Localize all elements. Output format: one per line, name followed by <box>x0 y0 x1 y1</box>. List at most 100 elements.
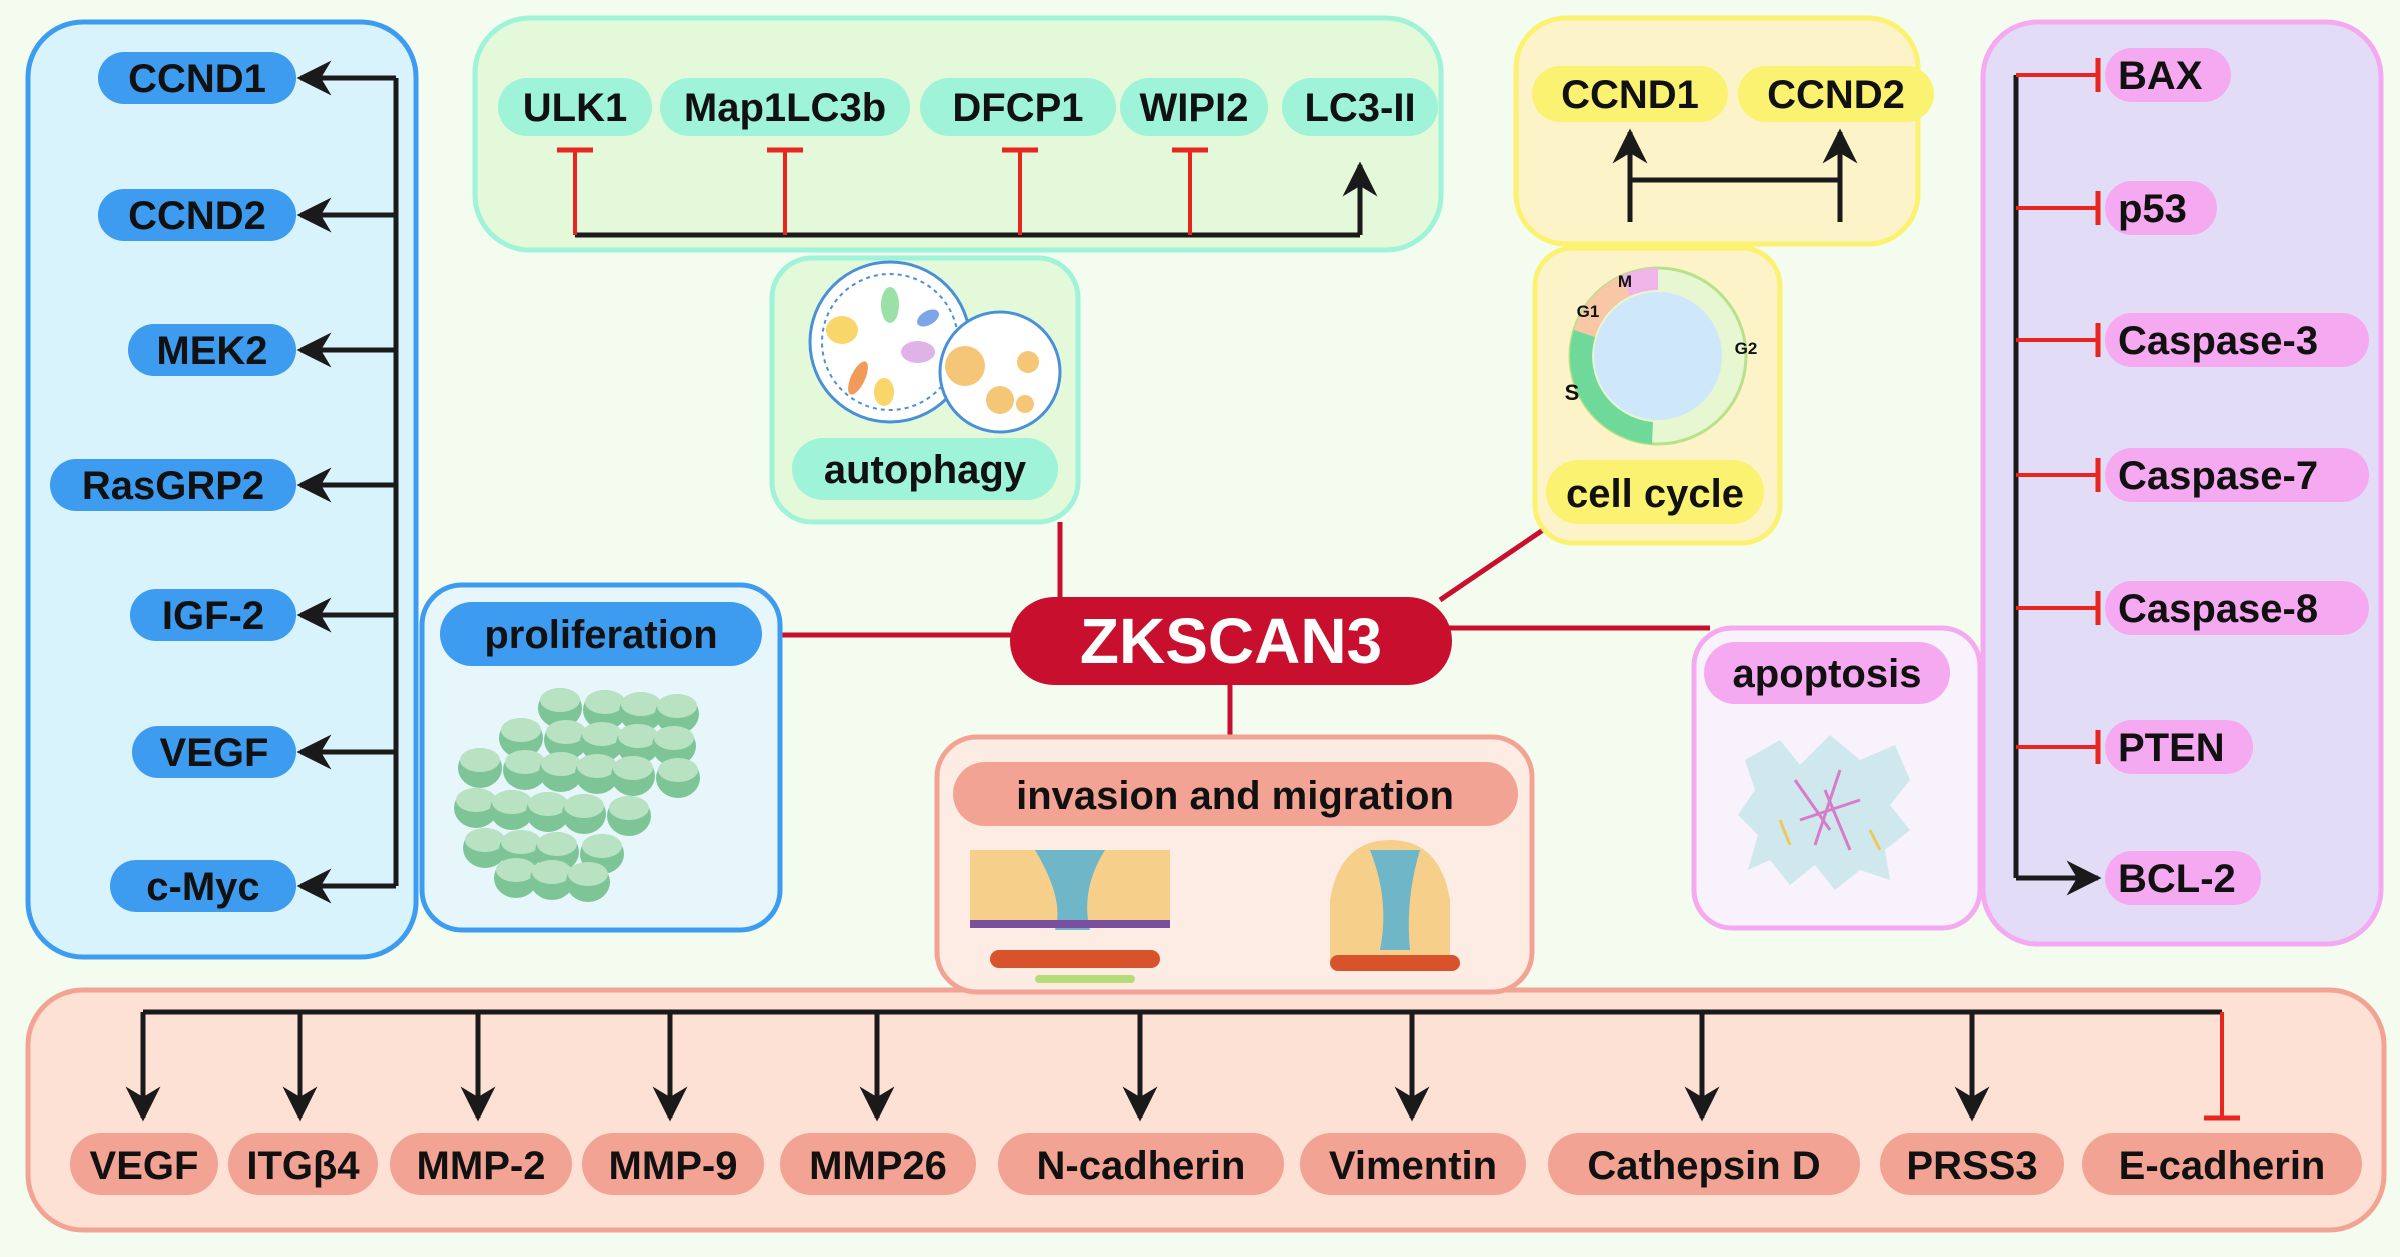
proliferation-target-ccnd2: CCND2 <box>98 189 296 241</box>
cell-top <box>577 754 617 778</box>
invasion-regulation-lines <box>125 1009 2240 1122</box>
target-label: MMP26 <box>809 1144 947 1188</box>
cell-top <box>501 830 541 854</box>
cell-top <box>541 752 581 776</box>
target-label: p53 <box>2118 187 2187 231</box>
cell-top <box>546 720 586 744</box>
target-label: CCND1 <box>128 57 266 101</box>
invasion-title: invasion and migration <box>1016 774 1454 818</box>
cell-top <box>657 694 697 718</box>
target-label: MMP-2 <box>417 1144 546 1188</box>
cell-top <box>460 748 500 772</box>
target-label: Caspase-3 <box>2118 319 2318 363</box>
proliferation-target-rasgrp2: RasGRP2 <box>50 459 296 511</box>
target-label: RasGRP2 <box>82 464 264 508</box>
autophagy-target-wipi2: WIPI2 <box>1120 78 1268 136</box>
invasion-target-mmp26: MMP26 <box>780 1133 976 1195</box>
proliferation-process-box: proliferation <box>419 582 783 933</box>
target-label: CCND2 <box>128 194 266 238</box>
target-label: WIPI2 <box>1140 86 1249 130</box>
autophagy-target-dfcp1: DFCP1 <box>920 78 1116 136</box>
phase-m-label: M <box>1618 272 1632 291</box>
proliferation-target-igf-2: IGF-2 <box>130 589 296 641</box>
autophagy-target-ulk1: ULK1 <box>498 78 652 136</box>
cell-top <box>540 688 580 712</box>
phase-g1-label: G1 <box>1577 302 1600 321</box>
cell-top <box>505 750 545 774</box>
target-label: Caspase-8 <box>2118 587 2318 631</box>
target-label: IGF-2 <box>162 594 264 638</box>
invasion-target-mmp-9: MMP-9 <box>582 1133 764 1195</box>
cell-cycle-target-ccnd1: CCND1 <box>1532 66 1728 122</box>
invasion-target-vegf: VEGF <box>70 1133 218 1195</box>
apoptotic-cell-illustration <box>1738 735 1910 890</box>
cell-top <box>456 788 496 812</box>
cell-top <box>621 692 661 716</box>
invasion-target-mmp-2: MMP-2 <box>390 1133 572 1195</box>
target-label: PRSS3 <box>1906 1144 2037 1188</box>
cell-cycle-title: cell cycle <box>1566 472 1744 516</box>
cell-cycle-targets-panel <box>1513 15 1921 247</box>
cell-top <box>609 796 649 820</box>
cell-top <box>528 792 568 816</box>
target-label: MEK2 <box>156 329 267 373</box>
center-connectors <box>780 522 1710 737</box>
target-label: ITGβ4 <box>246 1144 360 1188</box>
phase-s-label: S <box>1565 380 1580 405</box>
cell-cluster-illustration <box>454 688 700 902</box>
cell-top <box>658 758 698 782</box>
cell-top <box>582 722 622 746</box>
cell-top <box>564 794 604 818</box>
invasion-tissue-illustration-left <box>970 850 1170 983</box>
target-label: VEGF <box>90 1144 199 1188</box>
cell-cycle-process-box: M G1 S G2 cell cycle <box>1532 245 1783 546</box>
autophagy-process-box: autophagy <box>769 255 1081 525</box>
proliferation-target-mek2: MEK2 <box>128 324 296 376</box>
proliferation-target-ccnd1: CCND1 <box>98 52 296 104</box>
target-label: LC3-II <box>1304 86 1415 130</box>
phase-g2-label: G2 <box>1735 339 1758 358</box>
apoptosis-target-caspase-8: Caspase-8 <box>2105 581 2369 635</box>
apoptosis-process-box: apoptosis <box>1691 625 1983 931</box>
apoptosis-target-p53: p53 <box>2105 181 2217 235</box>
apoptosis-regulation-lines <box>2013 58 2102 896</box>
proliferation-title: proliferation <box>484 613 717 657</box>
invasion-target-vimentin: Vimentin <box>1300 1133 1526 1195</box>
target-label: Map1LC3b <box>684 86 886 130</box>
cell-top <box>492 790 532 814</box>
autophagy-target-lc3-ii: LC3-II <box>1282 78 1438 136</box>
apoptosis-target-pten: PTEN <box>2105 720 2253 774</box>
target-label: VEGF <box>160 731 269 775</box>
invasion-target-n-cadherin: N-cadherin <box>998 1133 1284 1195</box>
apoptosis-target-caspase-7: Caspase-7 <box>2105 448 2369 502</box>
proliferation-arrows <box>296 60 399 904</box>
invasion-process-box: invasion and migration <box>934 734 1535 995</box>
cell-top <box>465 828 505 852</box>
apoptosis-target-bax: BAX <box>2105 48 2231 102</box>
cell-top <box>532 860 572 884</box>
target-label: CCND2 <box>1767 73 1905 117</box>
autophagy-title: autophagy <box>824 448 1027 492</box>
target-label: Caspase-7 <box>2118 454 2318 498</box>
apoptosis-title: apoptosis <box>1733 652 1922 696</box>
cell-top <box>496 858 536 882</box>
target-label: N-cadherin <box>1037 1144 1246 1188</box>
apoptosis-target-bcl-2: BCL-2 <box>2105 851 2261 905</box>
target-label: BCL-2 <box>2118 857 2236 901</box>
cell-top <box>618 724 658 748</box>
invasion-target-itgb4: ITGβ4 <box>228 1133 378 1195</box>
autophagy-regulation-lines <box>557 147 1378 238</box>
cell-cycle-target-ccnd2: CCND2 <box>1738 66 1934 122</box>
autophagy-target-map1lc3b: Map1LC3b <box>660 78 910 136</box>
target-label: BAX <box>2118 54 2203 98</box>
cell-top <box>585 690 625 714</box>
cell-top <box>613 756 653 780</box>
zkscan3-center-node: ZKSCAN3 <box>1010 597 1452 685</box>
invasion-target-cathepsin-d: Cathepsin D <box>1548 1133 1860 1195</box>
target-label: PTEN <box>2118 726 2225 770</box>
target-label: c-Myc <box>146 865 259 909</box>
center-label: ZKSCAN3 <box>1080 605 1382 677</box>
target-label: ULK1 <box>523 86 627 130</box>
cell-top <box>568 862 608 886</box>
target-label: CCND1 <box>1561 73 1699 117</box>
